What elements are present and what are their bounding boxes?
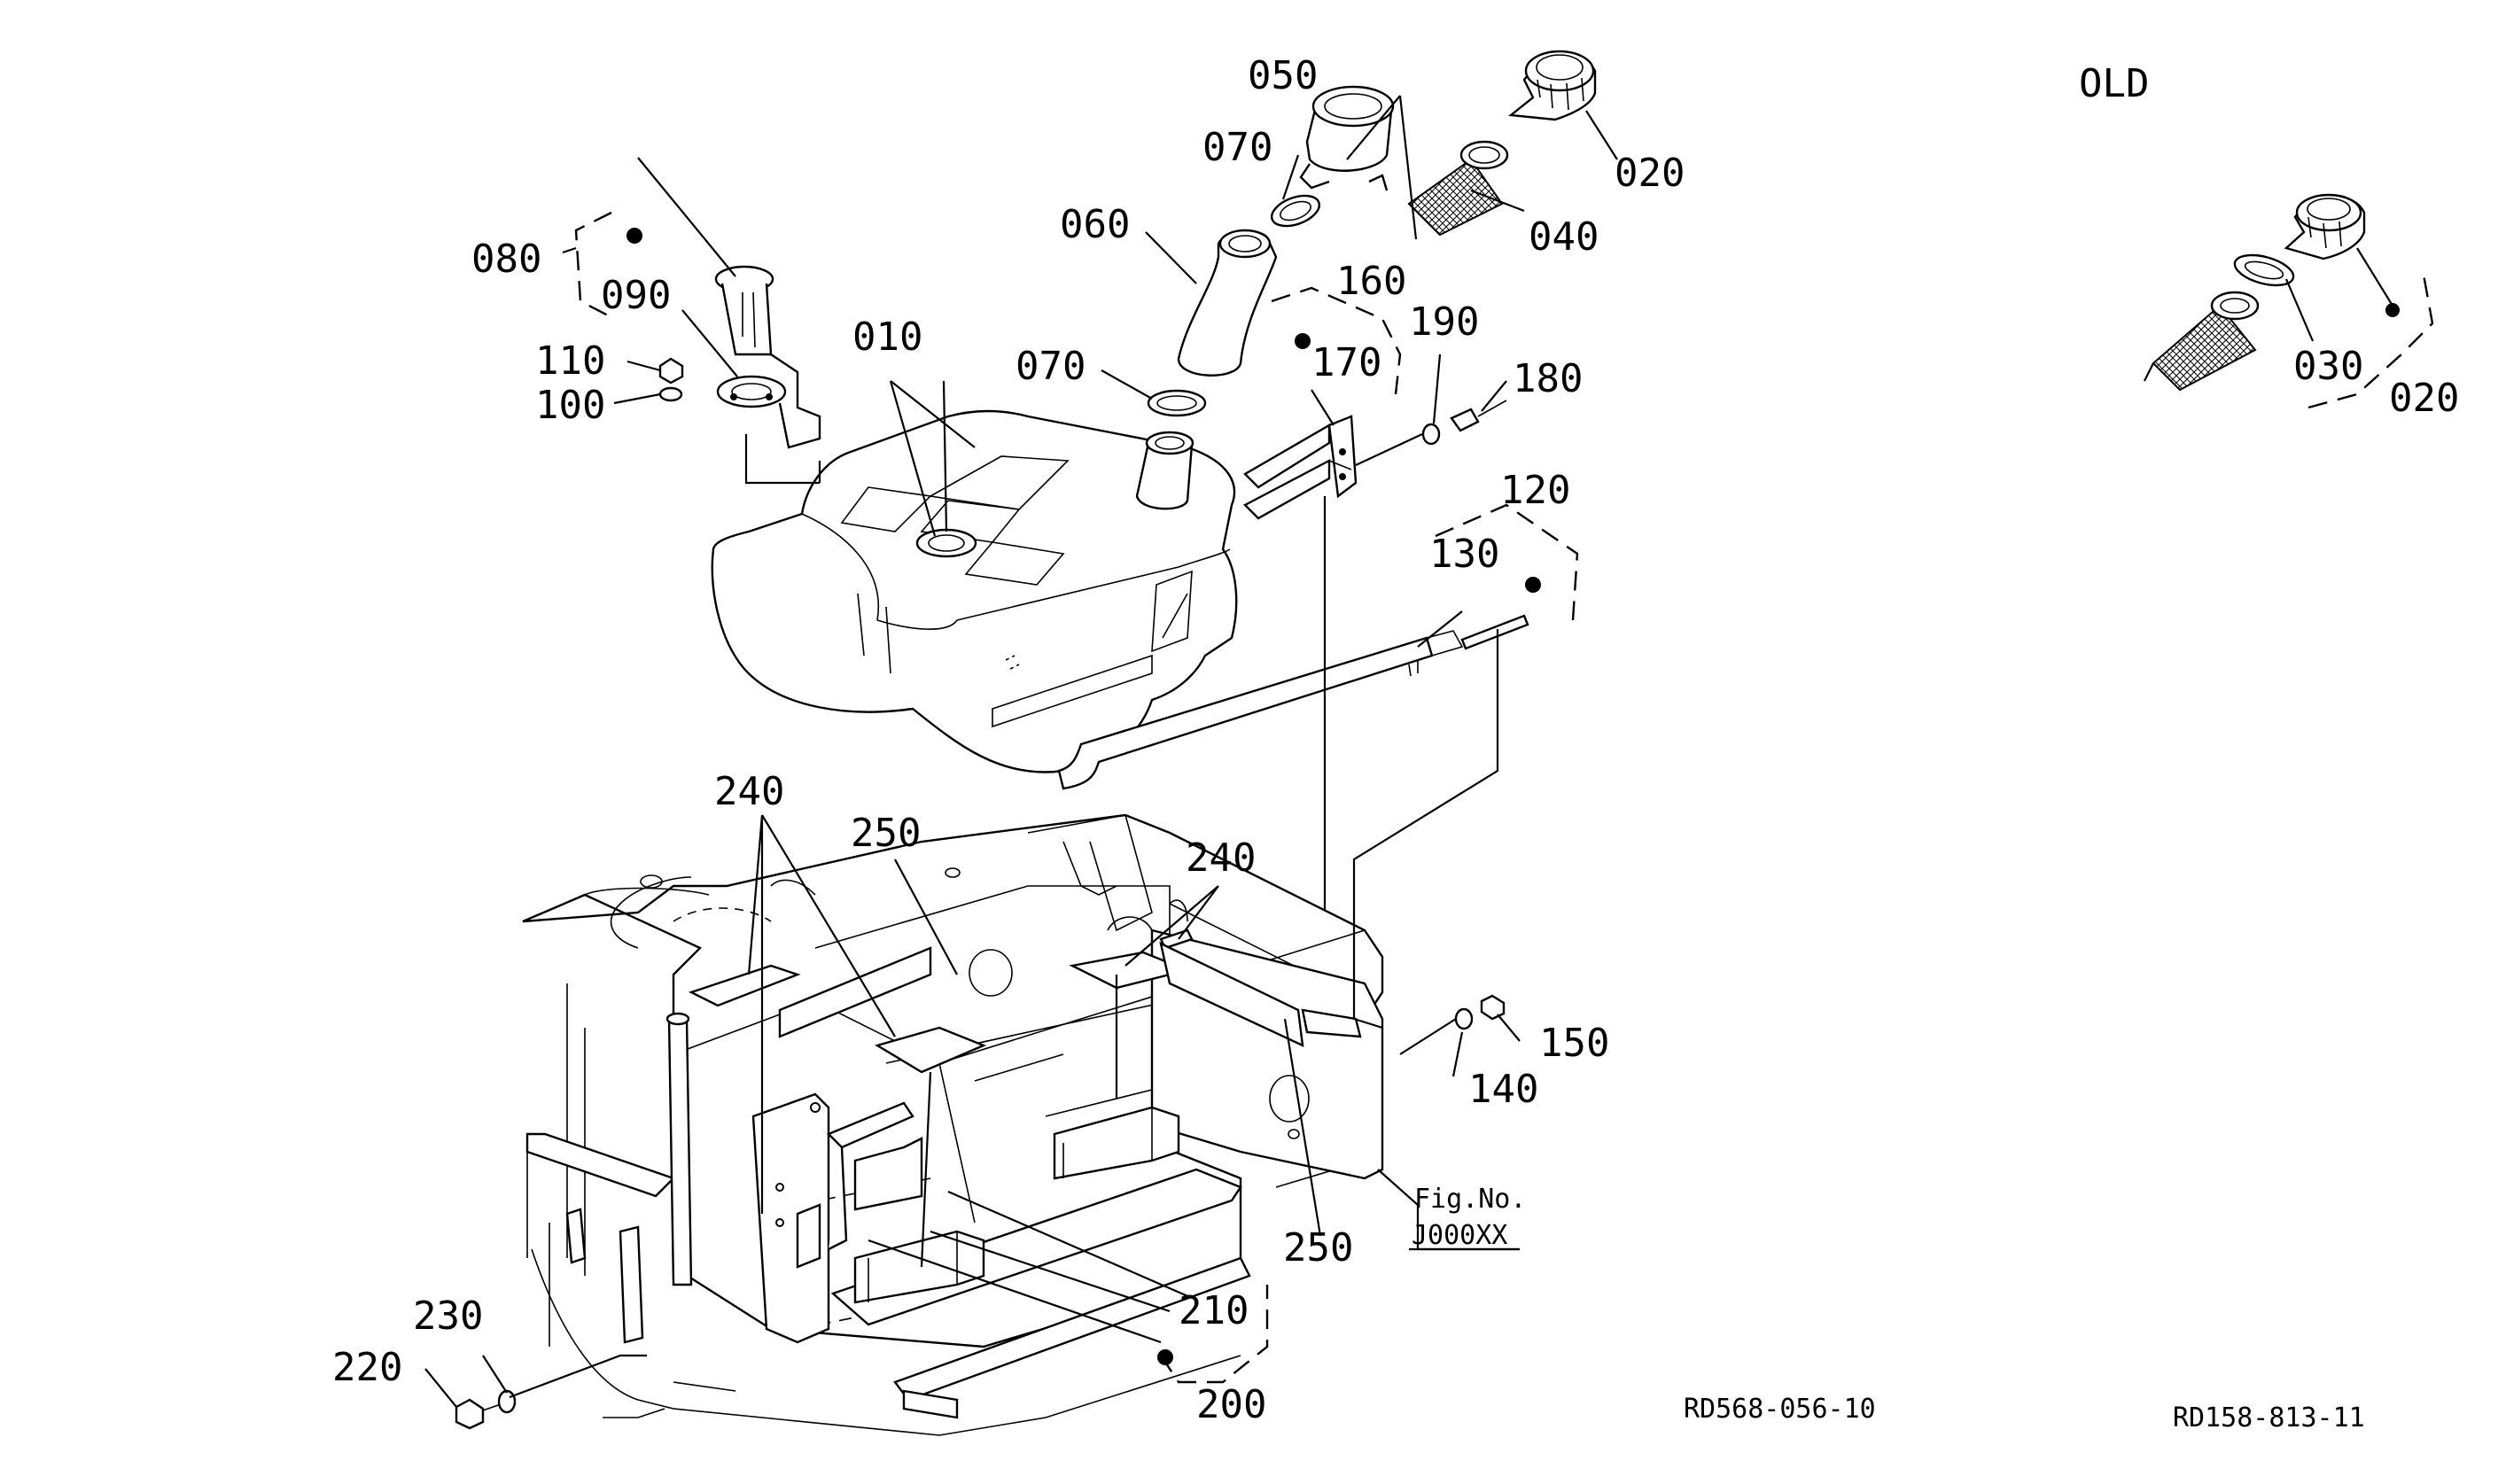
- callout-180: 180: [1513, 356, 1583, 401]
- callout-150: 150: [1539, 1021, 1609, 1066]
- old-cap-assembly: [2144, 193, 2393, 392]
- callout-160: 160: [1336, 259, 1406, 304]
- drawing-id-main: RD568-056-10: [1684, 1394, 1876, 1425]
- old-section-title: OLD: [2079, 61, 2149, 106]
- old-callout-020: 020: [2389, 376, 2459, 421]
- fuel-tank: [711, 409, 1238, 773]
- old-callout-030: 030: [2293, 344, 2363, 389]
- callout-240-left: 240: [714, 769, 784, 814]
- callout-070-lower: 070: [1016, 344, 1086, 389]
- fuel-cap-assembly: [1147, 50, 1597, 417]
- callout-250-right: 250: [1283, 1225, 1353, 1270]
- callout-120: 120: [1500, 468, 1570, 513]
- callout-010: 010: [852, 315, 922, 360]
- callout-020: 020: [1615, 151, 1685, 196]
- callout-labels: 010 020 040 050 060 070 070 080 090 100 …: [332, 53, 2459, 1433]
- callout-250-left: 250: [851, 811, 921, 856]
- assembly-brackets: [562, 211, 2434, 1384]
- rubber-pads: [688, 928, 1362, 1074]
- drawing-id-old: RD158-813-11: [2173, 1402, 2365, 1433]
- callout-050: 050: [1248, 53, 1318, 98]
- callout-130: 130: [1429, 532, 1499, 577]
- callout-230: 230: [413, 1294, 483, 1339]
- callout-190: 190: [1409, 299, 1479, 345]
- callout-040: 040: [1529, 214, 1599, 260]
- callout-080: 080: [471, 237, 541, 282]
- callout-170: 170: [1311, 340, 1381, 385]
- callout-090: 090: [601, 273, 671, 318]
- callout-240-right: 240: [1186, 835, 1256, 881]
- callout-070-upper: 070: [1202, 125, 1272, 170]
- tank-band: [1057, 614, 1529, 790]
- callout-140: 140: [1468, 1067, 1538, 1112]
- callout-110: 110: [535, 338, 605, 384]
- callout-200: 200: [1196, 1382, 1266, 1427]
- fasteners: [455, 994, 1506, 1430]
- tank-stay-bracket: [1242, 400, 1507, 957]
- callout-060: 060: [1060, 202, 1130, 247]
- callout-220: 220: [332, 1345, 402, 1390]
- machine-frame: [522, 813, 1384, 1436]
- callout-100: 100: [535, 383, 605, 428]
- fig-no-label: Fig.No.: [1414, 1184, 1526, 1215]
- callout-210: 210: [1179, 1288, 1249, 1333]
- fuel-sender-unit: [658, 265, 821, 485]
- fig-no-number: J000XX: [1412, 1220, 1507, 1251]
